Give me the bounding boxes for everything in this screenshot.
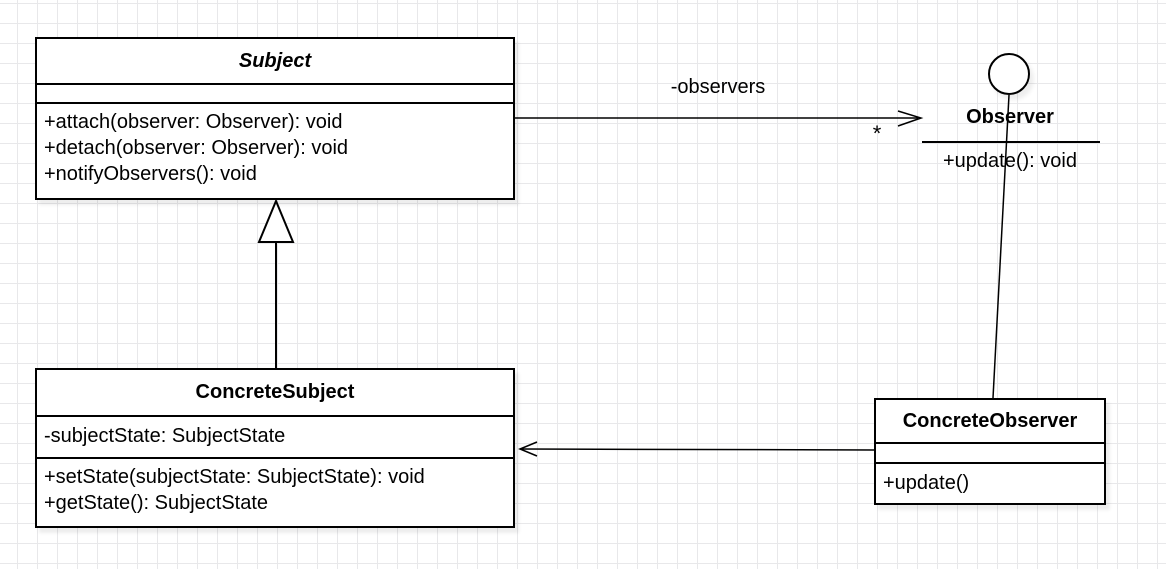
- edge-label-observers[interactable]: -observers: [670, 76, 766, 98]
- open-arrowhead-icon: [518, 441, 538, 457]
- attributes-compartment-concrete-subject: -subjectState: SubjectState: [37, 415, 513, 457]
- class-box-subject[interactable]: Subject +attach(observer: Observer): voi…: [35, 37, 515, 200]
- association-concreteobserver-concretesubject[interactable]: [518, 441, 875, 457]
- class-title-concrete-subject: ConcreteSubject: [195, 381, 355, 403]
- method-line: +detach(observer: Observer): void: [44, 137, 349, 159]
- interface-name-underline: [922, 141, 1100, 143]
- generalization-concretesubject-subject[interactable]: [257, 198, 295, 368]
- class-title-concrete-observer: ConcreteObserver: [902, 409, 1078, 432]
- class-box-concrete-observer[interactable]: ConcreteObserver +update(): [874, 398, 1106, 505]
- method-line: +notifyObservers(): void: [44, 163, 257, 185]
- association-subject-observer[interactable]: [515, 110, 924, 127]
- method-line: +attach(observer: Observer): void: [44, 111, 343, 133]
- attributes-compartment-subject: [37, 83, 513, 102]
- methods-compartment-subject: +attach(observer: Observer): void +detac…: [37, 102, 513, 198]
- edge-multiplicity-star[interactable]: *: [872, 121, 882, 146]
- method-line: +setState(subjectState: SubjectState): v…: [44, 466, 425, 488]
- methods-compartment-concrete-subject: +setState(subjectState: SubjectState): v…: [37, 457, 513, 526]
- hollow-triangle-arrowhead-icon: [257, 198, 295, 243]
- class-title-subject: Subject: [238, 49, 312, 72]
- interface-circle-icon[interactable]: [988, 53, 1030, 95]
- interface-name-observer[interactable]: Observer: [966, 106, 1054, 128]
- method-line: +update(): [883, 472, 970, 494]
- methods-compartment-concrete-observer: +update(): [876, 462, 1104, 503]
- attribute-line: -subjectState: SubjectState: [44, 425, 286, 447]
- class-box-concrete-subject[interactable]: ConcreteSubject -subjectState: SubjectSt…: [35, 368, 515, 528]
- interface-method-update: +update(): void: [943, 150, 1077, 172]
- attributes-compartment-concrete-observer: [876, 442, 1104, 462]
- method-line: +getState(): SubjectState: [44, 492, 269, 514]
